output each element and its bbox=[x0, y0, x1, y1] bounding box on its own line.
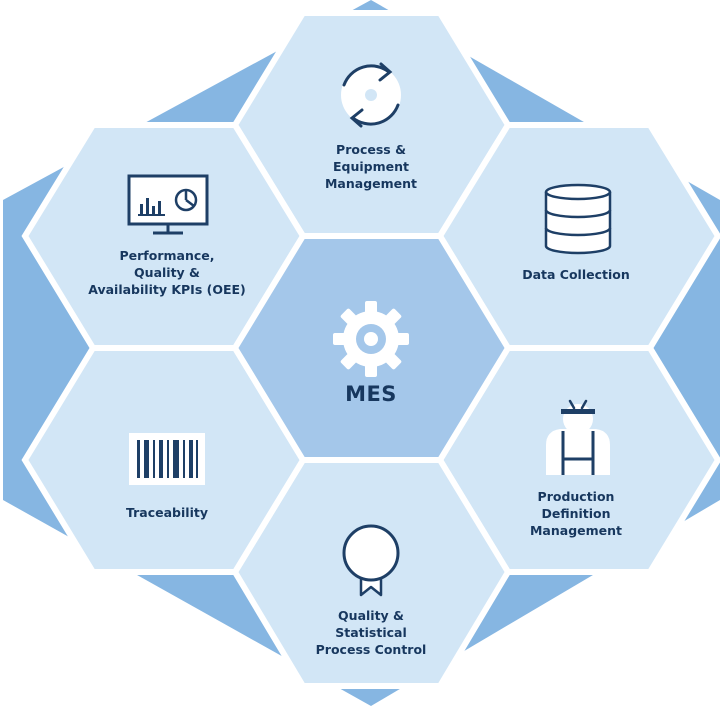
label-process: Process & Equipment Management bbox=[324, 142, 417, 191]
database-icon bbox=[544, 183, 612, 255]
medal-icon bbox=[342, 524, 400, 597]
worker-icon bbox=[546, 399, 610, 475]
label-data-collection: Data Collection bbox=[522, 267, 630, 282]
label-performance: Performance, Quality & Availability KPIs… bbox=[88, 248, 246, 297]
gear-icon bbox=[333, 301, 409, 377]
label-production: Production Definition Management bbox=[529, 489, 622, 538]
label-traceability: Traceability bbox=[125, 505, 208, 520]
cycle-arrows-icon bbox=[341, 62, 401, 128]
barcode-icon bbox=[129, 433, 205, 485]
center-label: MES bbox=[345, 382, 397, 406]
monitor-chart-icon bbox=[127, 174, 209, 235]
label-quality: Quality & Statistical Process Control bbox=[315, 608, 427, 657]
